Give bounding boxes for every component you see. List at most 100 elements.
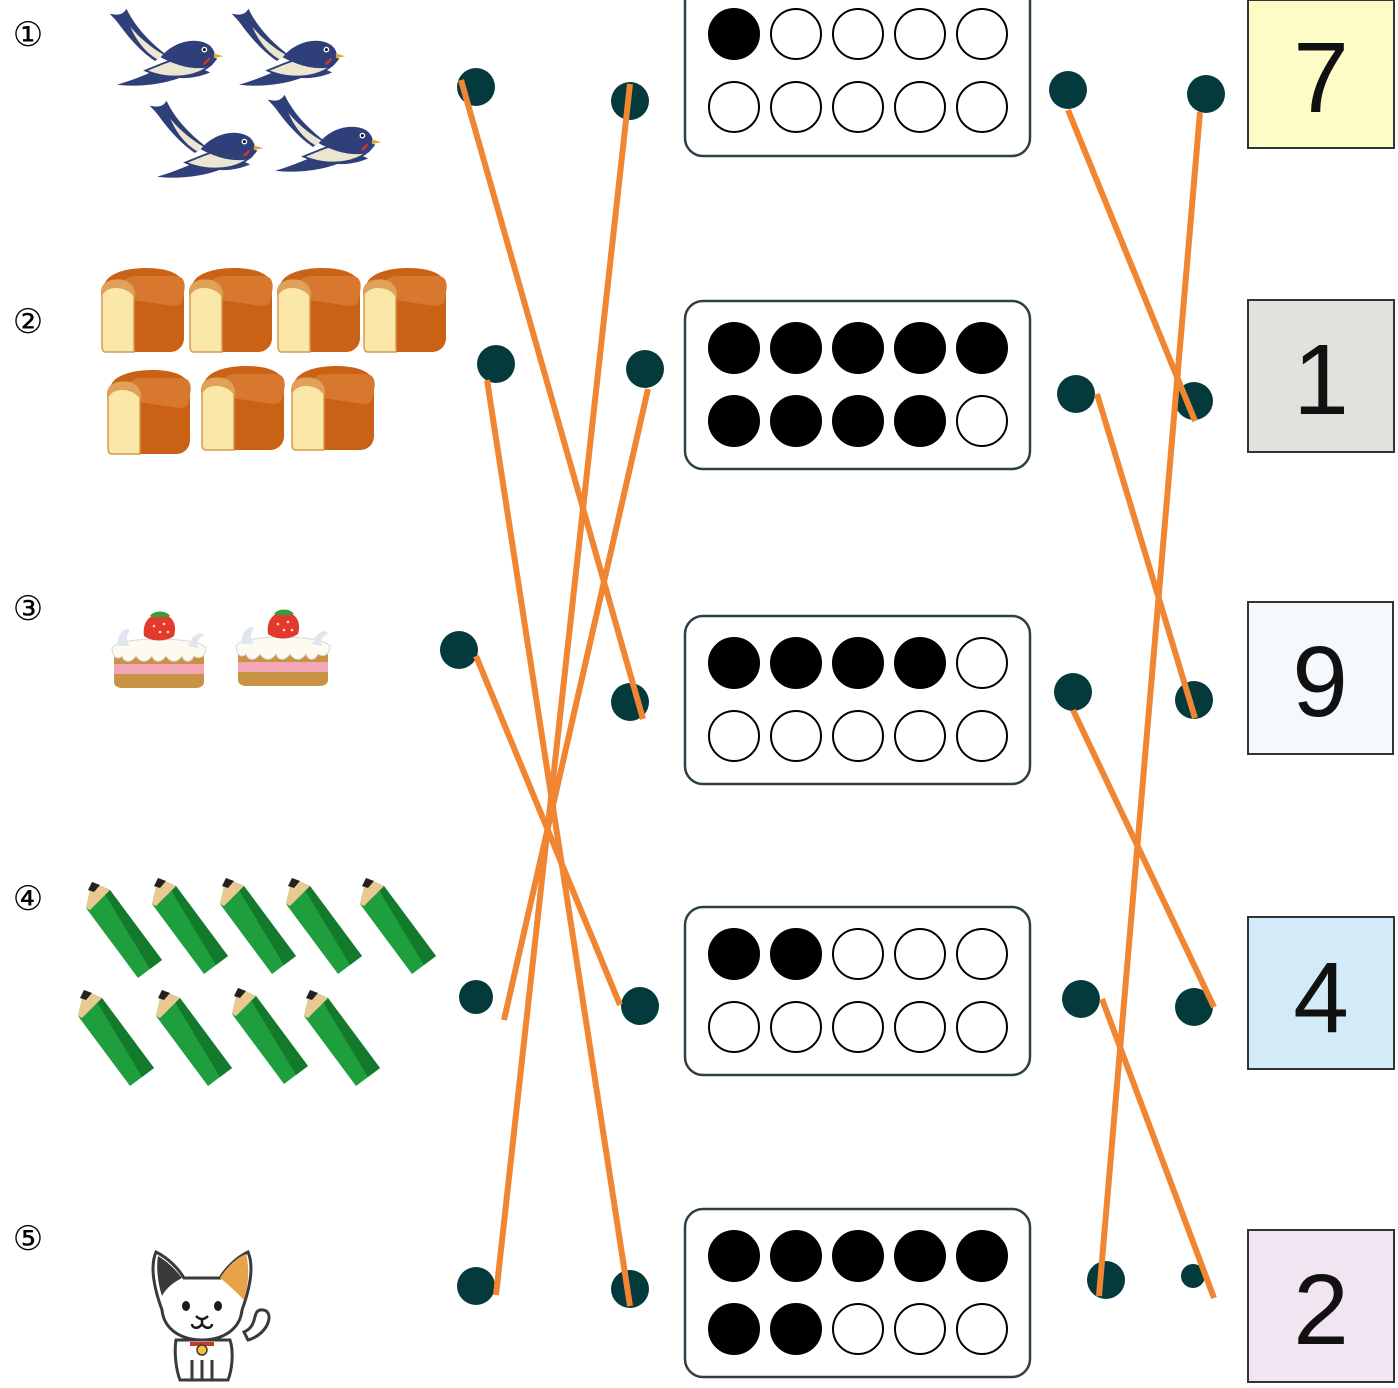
line-a4-b2 xyxy=(501,388,651,1021)
filled-circle xyxy=(708,637,760,689)
empty-circle xyxy=(832,81,884,133)
filled-circle xyxy=(708,1230,760,1282)
number-card-5 xyxy=(1247,1229,1395,1383)
picture-calico-cat xyxy=(151,1250,272,1382)
filled-circle xyxy=(832,322,884,374)
empty-circle xyxy=(956,710,1008,762)
number-cards: 7 1 9 4 2 xyxy=(1247,0,1395,1383)
empty-circle xyxy=(708,1001,760,1053)
empty-circle xyxy=(832,928,884,980)
filled-circle xyxy=(894,1230,946,1282)
empty-circle xyxy=(956,637,1008,689)
filled-circle xyxy=(770,322,822,374)
row-marker-3: ③ xyxy=(13,589,43,629)
number-label-2: 1 xyxy=(1293,324,1349,436)
number-label-5: 2 xyxy=(1293,1254,1349,1366)
ten-frames xyxy=(683,0,1032,1379)
empty-circle xyxy=(708,81,760,133)
empty-circle xyxy=(894,1303,946,1355)
number-card-4 xyxy=(1247,916,1395,1070)
dot-b-2[interactable] xyxy=(626,350,664,388)
filled-circle xyxy=(832,1230,884,1282)
ten-frame-2 xyxy=(683,299,1032,471)
filled-circle xyxy=(708,395,760,447)
filled-circle xyxy=(894,322,946,374)
empty-circle xyxy=(956,395,1008,447)
row-marker-2: ② xyxy=(13,302,43,342)
dot-c-3[interactable] xyxy=(1054,673,1092,711)
ten-frame-5 xyxy=(683,1207,1032,1379)
empty-circle xyxy=(894,710,946,762)
number-card-1 xyxy=(1247,0,1395,149)
empty-circle xyxy=(832,8,884,60)
empty-circle xyxy=(770,1001,822,1053)
empty-circle xyxy=(894,81,946,133)
empty-circle xyxy=(832,710,884,762)
empty-circle xyxy=(894,928,946,980)
empty-circle xyxy=(956,1303,1008,1355)
dot-d-5[interactable] xyxy=(1181,1264,1205,1288)
dot-a-5[interactable] xyxy=(457,1267,495,1305)
picture-bread-loaves xyxy=(100,267,448,455)
connection-dots xyxy=(440,68,1225,1308)
dot-b-4[interactable] xyxy=(621,987,659,1025)
row-marker-1: ① xyxy=(13,15,43,55)
empty-circle xyxy=(956,1001,1008,1053)
filled-circle xyxy=(894,395,946,447)
line-c2-d3 xyxy=(1094,393,1198,719)
filled-circle xyxy=(708,1303,760,1355)
row-marker-5: ⑤ xyxy=(13,1219,43,1259)
ten-frame-3 xyxy=(683,614,1032,786)
line-a1-b3 xyxy=(458,79,646,720)
empty-circle xyxy=(956,81,1008,133)
filled-circle xyxy=(708,322,760,374)
line-a2-b5 xyxy=(484,379,633,1307)
empty-circle xyxy=(956,8,1008,60)
filled-circle xyxy=(770,637,822,689)
connection-lines xyxy=(458,79,1217,1307)
empty-circle xyxy=(894,1001,946,1053)
dot-c-5[interactable] xyxy=(1087,1261,1125,1299)
empty-circle xyxy=(770,81,822,133)
number-card-2 xyxy=(1247,299,1395,453)
picture-swallows xyxy=(108,7,383,179)
dot-a-2[interactable] xyxy=(477,345,515,383)
filled-circle xyxy=(770,1303,822,1355)
dot-d-4[interactable] xyxy=(1175,988,1213,1026)
row-marker-4: ④ xyxy=(13,879,43,919)
number-label-4: 4 xyxy=(1293,942,1349,1054)
picture-green-pencils xyxy=(78,878,436,1086)
dot-a-4[interactable] xyxy=(459,980,493,1014)
dot-c-4[interactable] xyxy=(1062,980,1100,1018)
empty-circle xyxy=(770,710,822,762)
dot-c-1[interactable] xyxy=(1049,71,1087,109)
filled-circle xyxy=(708,928,760,980)
filled-circle xyxy=(832,637,884,689)
ten-frame-4 xyxy=(683,905,1032,1077)
line-a5-b1 xyxy=(493,83,633,1296)
filled-circle xyxy=(832,395,884,447)
number-card-3 xyxy=(1247,601,1394,755)
ten-frame-1 xyxy=(683,0,1032,158)
dot-a-3[interactable] xyxy=(440,631,478,669)
filled-circle xyxy=(956,1230,1008,1282)
dot-d-1[interactable] xyxy=(1187,75,1225,113)
row-markers: ① ② ③ ④ ⑤ xyxy=(13,15,43,1259)
filled-circle xyxy=(894,637,946,689)
dot-c-2[interactable] xyxy=(1057,375,1095,413)
line-c3-d4 xyxy=(1070,708,1217,1009)
empty-circle xyxy=(708,710,760,762)
empty-circle xyxy=(770,8,822,60)
picture-strawberry-cakes xyxy=(111,609,331,689)
line-c5-d1 xyxy=(1096,111,1203,1297)
filled-circle xyxy=(770,928,822,980)
empty-circle xyxy=(832,1001,884,1053)
empty-circle xyxy=(832,1303,884,1355)
filled-circle xyxy=(708,8,760,60)
empty-circle xyxy=(894,8,946,60)
filled-circle xyxy=(956,322,1008,374)
filled-circle xyxy=(770,395,822,447)
line-c1-d2 xyxy=(1065,108,1198,423)
